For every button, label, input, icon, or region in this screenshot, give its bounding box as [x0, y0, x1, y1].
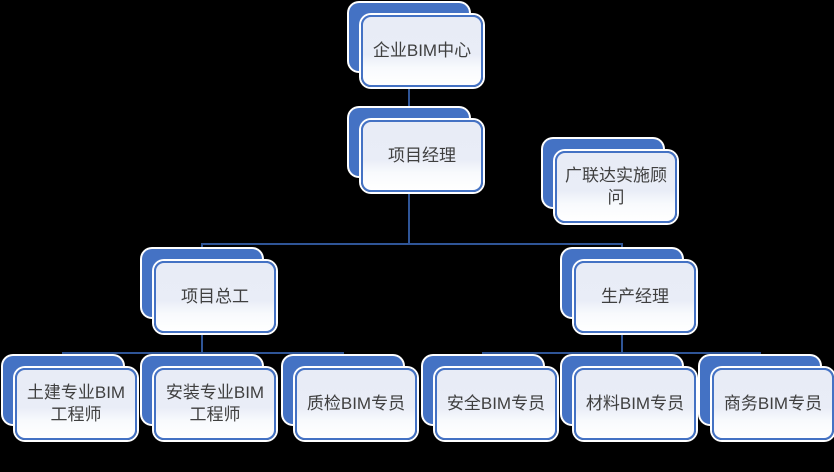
org-node-quality-bim-specialist: 质检BIM专员 — [283, 356, 417, 440]
org-node-civil-bim-engineer: 土建专业BIM工程师 — [3, 356, 137, 440]
node-label: 土建专业BIM工程师 — [26, 382, 126, 424]
node-label: 生产经理 — [601, 286, 669, 306]
org-node-material-bim-specialist: 材料BIM专员 — [562, 356, 696, 440]
node-front-panel: 项目总工 — [154, 261, 276, 333]
org-node-business-bim-specialist: 商务BIM专员 — [700, 356, 834, 440]
connector-line — [201, 331, 203, 353]
org-node-glodon-consultant: 广联达实施顾问 — [543, 139, 677, 223]
node-label: 质检BIM专员 — [306, 393, 406, 413]
node-front-panel: 安全BIM专员 — [435, 368, 557, 440]
connector-line — [621, 243, 623, 253]
org-node-project-chief-engineer: 项目总工 — [142, 249, 276, 333]
node-label: 安装专业BIM工程师 — [165, 382, 265, 424]
org-node-safety-bim-specialist: 安全BIM专员 — [423, 356, 557, 440]
node-label: 安全BIM专员 — [446, 393, 546, 413]
connector-line — [201, 243, 623, 245]
org-node-production-manager: 生产经理 — [562, 249, 696, 333]
node-label: 广联达实施顾问 — [565, 165, 667, 207]
node-front-panel: 材料BIM专员 — [574, 368, 696, 440]
node-front-panel: 土建专业BIM工程师 — [15, 368, 137, 440]
org-node-installation-bim-engineer: 安装专业BIM工程师 — [142, 356, 276, 440]
node-front-panel: 广联达实施顾问 — [555, 151, 677, 223]
node-front-panel: 生产经理 — [574, 261, 696, 333]
connector-line — [201, 243, 203, 253]
node-front-panel: 企业BIM中心 — [361, 15, 483, 87]
node-front-panel: 安装专业BIM工程师 — [154, 368, 276, 440]
node-label: 项目总工 — [181, 286, 249, 306]
node-label: 材料BIM专员 — [585, 393, 685, 413]
node-front-panel: 质检BIM专员 — [295, 368, 417, 440]
node-label: 项目经理 — [388, 145, 456, 165]
connector-line — [408, 190, 410, 244]
org-node-enterprise-bim-center: 企业BIM中心 — [349, 3, 483, 87]
connector-line — [408, 85, 410, 112]
org-node-project-manager: 项目经理 — [349, 108, 483, 192]
node-front-panel: 商务BIM专员 — [712, 368, 834, 440]
node-front-panel: 项目经理 — [361, 120, 483, 192]
connector-line — [621, 331, 623, 353]
node-label: 商务BIM专员 — [723, 393, 823, 413]
node-label: 企业BIM中心 — [372, 40, 472, 60]
